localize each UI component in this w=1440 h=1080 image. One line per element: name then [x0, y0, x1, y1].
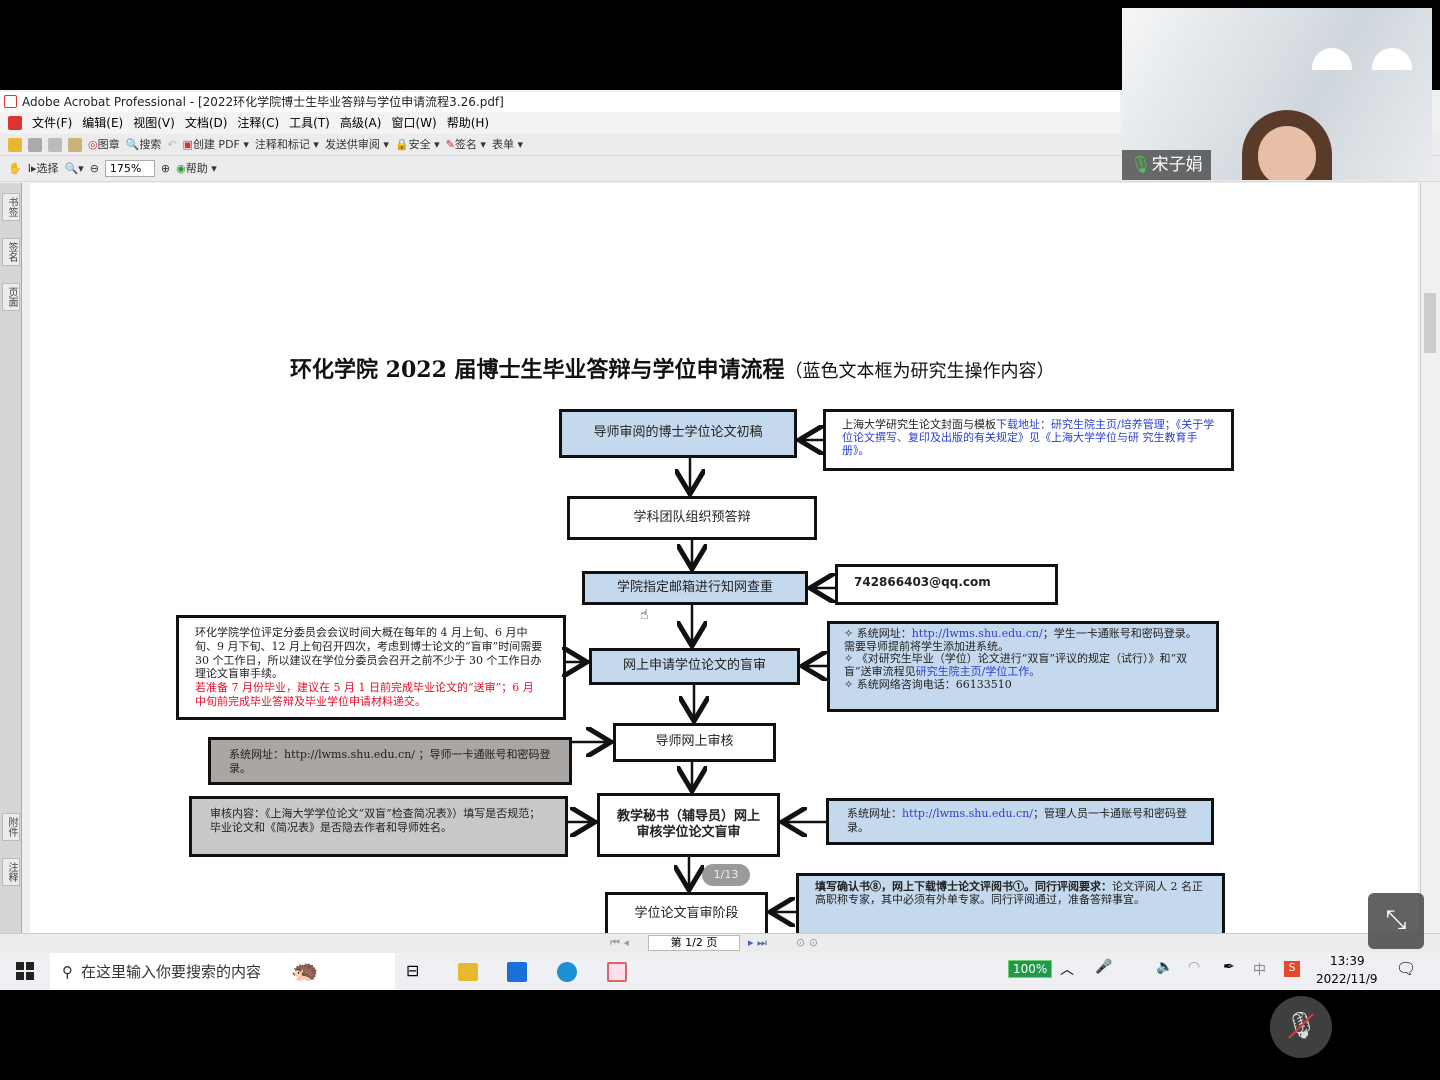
pen-icon[interactable]: ✒: [1223, 959, 1235, 975]
note-review-content: 审核内容：《上海大学学位论文“双盲”检查简况表》）填写是否规范；毕业论文和《简况…: [189, 796, 568, 857]
tab-pages[interactable]: 页面: [2, 283, 20, 311]
tab-attachments[interactable]: 附件: [2, 813, 20, 841]
wifi-icon[interactable]: ◠: [1188, 959, 1201, 975]
status-bar: ⏮ ◂ 第 1/2 页 ▸ ⏭ ⊙ ⊙: [0, 933, 1440, 953]
zoom-out-icon[interactable]: ⊖: [89, 161, 99, 175]
step-blind-review-stage: 学位论文盲审阶段: [605, 892, 768, 933]
show-hidden-icons[interactable]: ︿: [1060, 962, 1074, 978]
menu-tools[interactable]: 工具(T): [289, 116, 330, 130]
tab-signatures[interactable]: 签名: [2, 238, 20, 266]
ime-icon[interactable]: 中: [1253, 963, 1267, 978]
select-tool[interactable]: I▸选择: [27, 161, 59, 175]
step-secretary-review: 教学秘书（辅导员）网上审核学位论文盲审: [597, 793, 780, 857]
comment-button[interactable]: 注释和标记 ▾: [254, 137, 319, 151]
forms-button[interactable]: 表单 ▾: [491, 137, 523, 151]
menu-edit[interactable]: 编辑(E): [82, 116, 124, 130]
lamp-icon: [1372, 48, 1412, 70]
hand-cursor-icon: ☝: [640, 607, 649, 623]
window-title: Adobe Acrobat Professional - [2022环化学院博士…: [22, 95, 504, 109]
menu-help[interactable]: 帮助(H): [446, 116, 490, 130]
back-forward-icons[interactable]: ⊙ ⊙: [796, 936, 818, 949]
participant-name-label: 🎙宋子娟: [1122, 150, 1211, 180]
note-system-info: ✧ 系统网址：http://lwms.shu.edu.cn/；学生一卡通账号和密…: [827, 621, 1219, 712]
video-participant-tile: 🎙宋子娟: [1122, 8, 1432, 180]
sogou-icon[interactable]: S: [1284, 961, 1300, 977]
acrobat-logo-icon: [4, 95, 17, 108]
zoom-level-input[interactable]: 175%: [104, 160, 155, 177]
edge-icon[interactable]: [557, 962, 577, 982]
battery-indicator[interactable]: 100%: [1008, 960, 1053, 978]
email-icon[interactable]: [68, 137, 82, 152]
hedgehog-icon: 🦔: [291, 959, 319, 984]
exit-fullscreen-button[interactable]: ⤡: [1368, 893, 1424, 949]
tab-comments[interactable]: 注释: [2, 858, 20, 886]
menu-bar: 文件(F) 编辑(E) 视图(V) 文档(D) 注释(C) 工具(T) 高级(A…: [0, 112, 1120, 134]
mute-microphone-button[interactable]: 🎙: [1270, 996, 1332, 1058]
clock-date[interactable]: 2022/11/9: [1316, 972, 1378, 986]
zoom-in-icon[interactable]: 🔍▾: [64, 161, 84, 175]
scroll-thumb[interactable]: [1424, 293, 1436, 353]
acrobat-taskbar-icon[interactable]: [607, 962, 627, 982]
side-tabs: 书签 签名 页面 附件 注释: [0, 183, 22, 933]
page-overlay-indicator: 1/13: [702, 864, 750, 886]
help-button[interactable]: ◉帮助 ▾: [176, 161, 217, 175]
stamp-button[interactable]: ◎图章: [88, 137, 120, 151]
email-box: 742866403@qq.com: [835, 564, 1058, 605]
title-bar: Adobe Acrobat Professional - [2022环化学院博士…: [0, 92, 1120, 112]
task-view-icon[interactable]: ⊟: [406, 961, 420, 980]
taskbar-search[interactable]: ⚲在这里输入你要搜索的内容🦔: [50, 953, 395, 990]
step-plagiarism-check: 学院指定邮箱进行知网查重: [582, 571, 808, 605]
menu-document[interactable]: 文档(D): [184, 116, 228, 130]
menu-file[interactable]: 文件(F): [32, 116, 73, 130]
note-tutor-login: 系统网址：http://lwms.shu.edu.cn/ ；导师一卡通账号和密码…: [208, 737, 572, 785]
menu-comments[interactable]: 注释(C): [237, 116, 280, 130]
windows-start-icon[interactable]: [16, 962, 34, 980]
first-page-button[interactable]: ⏮ ◂: [610, 936, 629, 949]
step-pre-defense: 学科团队组织预答辩: [567, 496, 817, 540]
document-icon: [8, 116, 22, 130]
note-admin-login: 系统网址：http://lwms.shu.edu.cn/；管理人员一卡通账号和密…: [826, 798, 1214, 845]
open-icon[interactable]: [8, 137, 22, 152]
meeting-app-icon[interactable]: [507, 962, 527, 982]
zoom-plus-icon[interactable]: ⊕: [160, 161, 171, 175]
step-apply-blind-review: 网上申请学位论文的盲审: [589, 648, 800, 685]
notification-icon[interactable]: 🗨: [1396, 959, 1417, 978]
vertical-scrollbar[interactable]: [1420, 183, 1438, 933]
page-number-field[interactable]: 第 1/2 页: [648, 935, 740, 951]
search-button[interactable]: 🔍搜索: [125, 137, 162, 151]
print-icon[interactable]: [48, 137, 62, 152]
flow-arrows: [0, 0, 835, 940]
menu-advanced[interactable]: 高级(A): [339, 116, 382, 130]
step-tutor-review-draft: 导师审阅的博士学位论文初稿: [559, 409, 797, 458]
note-peer-review: 填写确认书⑧，网上下载博士论文评阅书①。同行评阅要求：论文评阅人 2 名正高职称…: [796, 873, 1225, 933]
taskbar: ⚲在这里输入你要搜索的内容🦔 ⊟ 100% ︿ 🎤 🔈 ◠ ✒ 中 S 13:3…: [0, 953, 1440, 990]
mic-on-icon: 🎙: [1130, 155, 1152, 175]
create-pdf-button[interactable]: ▣创建 PDF ▾: [182, 137, 249, 151]
note-meeting-schedule: 环化学院学位评定分委员会会议时间大概在每年的 4 月上旬、6 月中旬、9 月下旬…: [176, 615, 566, 720]
tab-bookmarks[interactable]: 书签: [2, 193, 20, 221]
clock-time[interactable]: 13:39: [1330, 954, 1365, 968]
document-title: 环化学院 2022 届博士生毕业答辩与学位申请流程（蓝色文本框为研究生操作内容）: [290, 357, 1055, 383]
lamp-icon: [1312, 48, 1352, 70]
toolbar-1: ◎图章 🔍搜索 ↶ ▣创建 PDF ▾ 注释和标记 ▾ 发送供审阅 ▾ 🔒安全 …: [0, 134, 1440, 156]
menu-window[interactable]: 窗口(W): [391, 116, 437, 130]
note-template: 上海大学研究生论文封面与模板下载地址：研究生院主页/培养管理；《关于学位论文撰写…: [823, 409, 1234, 471]
search-icon: ⚲: [62, 962, 73, 981]
volume-icon[interactable]: 🔈: [1156, 959, 1174, 975]
microphone-tray-icon[interactable]: 🎤: [1095, 959, 1113, 975]
security-button[interactable]: 🔒安全 ▾: [394, 137, 440, 151]
hand-tool-icon[interactable]: ✋: [8, 161, 22, 175]
save-icon[interactable]: [28, 137, 42, 152]
undo-icon[interactable]: ↶: [167, 137, 177, 151]
file-explorer-icon[interactable]: [458, 963, 478, 981]
step-tutor-online-review: 导师网上审核: [613, 723, 776, 762]
participant-face: [1258, 126, 1316, 180]
menu-view[interactable]: 视图(V): [133, 116, 175, 130]
next-page-button[interactable]: ▸ ⏭: [748, 936, 767, 949]
sign-button[interactable]: ✎签名 ▾: [445, 137, 486, 151]
send-review-button[interactable]: 发送供审阅 ▾: [324, 137, 389, 151]
